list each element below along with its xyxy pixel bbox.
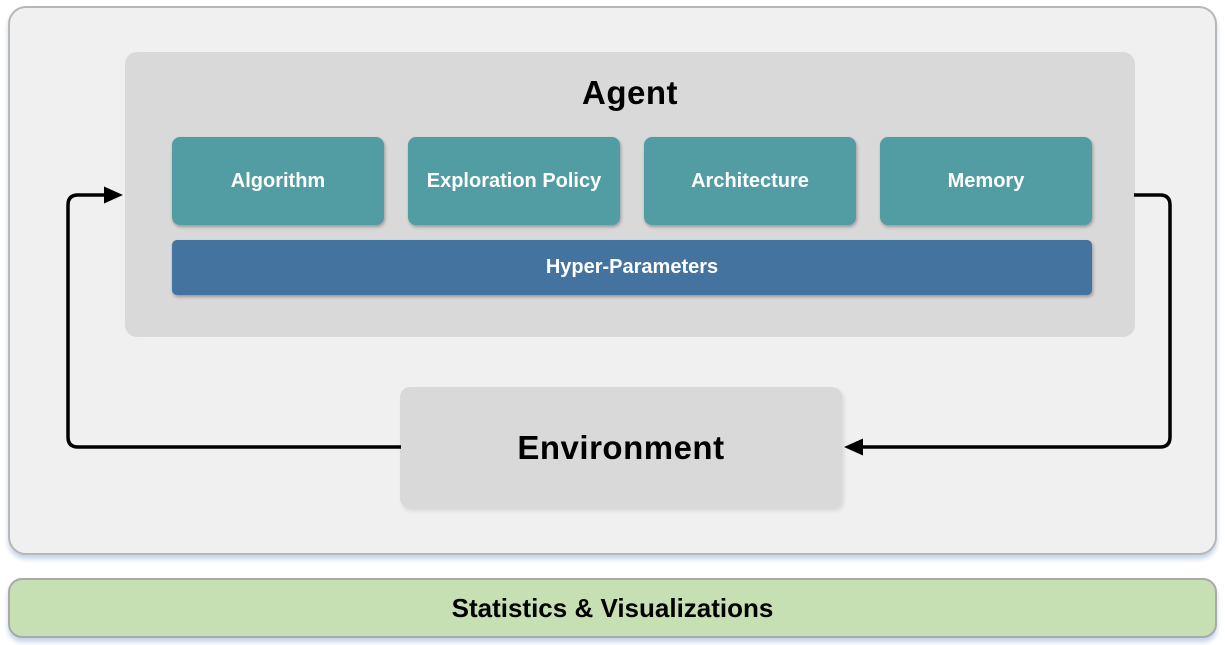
environment-title: Environment [517, 428, 725, 466]
component-box-algorithm: Algorithm [172, 137, 384, 225]
hyper-parameters-bar: Hyper-Parameters [172, 240, 1092, 295]
environment-box: Environment [400, 387, 842, 508]
statistics-visualizations-label: Statistics & Visualizations [451, 592, 774, 623]
rl-loop-panel: Agent Algorithm Exploration Policy Archi… [8, 6, 1217, 555]
agent-components-row: Algorithm Exploration Policy Architectur… [172, 137, 1092, 225]
agent-title: Agent [582, 74, 678, 111]
component-box-memory: Memory [880, 137, 1092, 225]
component-box-exploration-policy: Exploration Policy [408, 137, 620, 225]
statistics-visualizations-bar: Statistics & Visualizations [8, 578, 1217, 638]
component-box-architecture: Architecture [644, 137, 856, 225]
agent-panel: Agent Algorithm Exploration Policy Archi… [125, 52, 1135, 337]
